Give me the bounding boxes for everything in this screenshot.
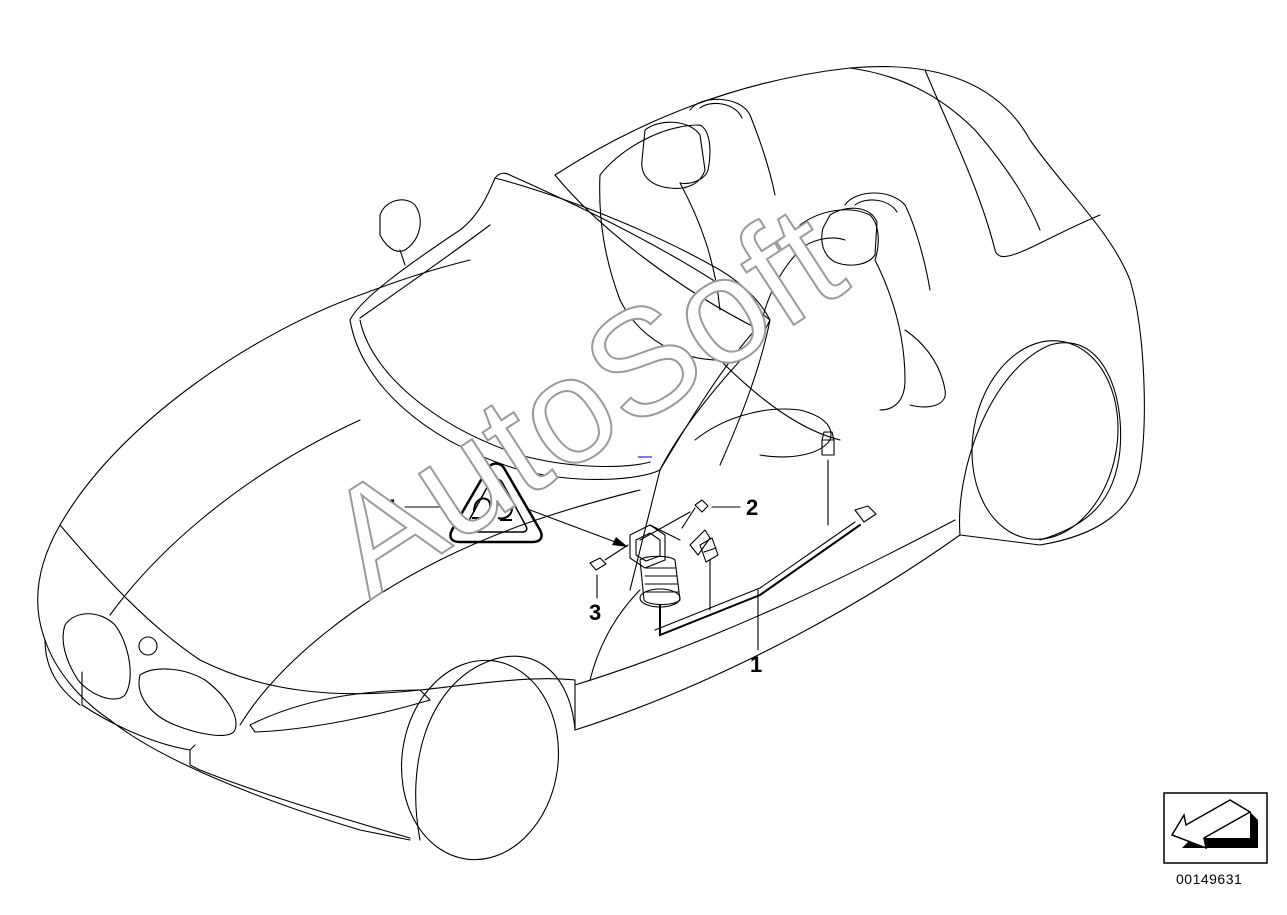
wiring-harness xyxy=(589,431,877,637)
watermark-text: AutoSoft xyxy=(296,173,870,627)
seats xyxy=(554,98,946,458)
callout-4: 4 xyxy=(384,495,397,520)
leader-lines xyxy=(404,506,759,651)
callout-3: 3 xyxy=(589,600,601,625)
callout-1: 1 xyxy=(750,652,762,677)
document-number: 00149631 xyxy=(1176,871,1242,887)
callout-2: 2 xyxy=(746,495,758,520)
warning-triangle-icon xyxy=(449,462,543,544)
previous-arrow-icon[interactable] xyxy=(1163,792,1268,864)
windshield xyxy=(349,172,771,591)
car-outline xyxy=(37,66,1145,861)
